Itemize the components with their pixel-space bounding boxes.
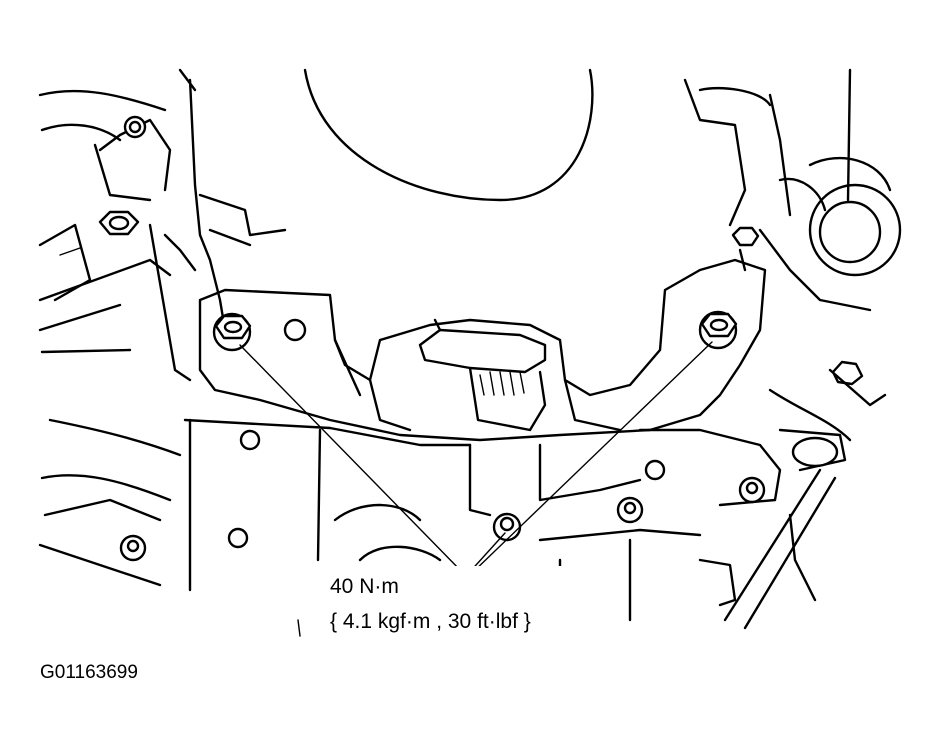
- timing-cover-housing: [178, 68, 852, 332]
- lower-bolt-left: [119, 534, 147, 562]
- engine-block-left: [38, 89, 197, 587]
- cover-bolt-left: [212, 312, 252, 352]
- cover-bolt-bottom: [492, 512, 522, 542]
- stud-top-left: [123, 115, 147, 139]
- callout-label-bg: [322, 566, 612, 634]
- lower-cover-plate: [198, 258, 767, 442]
- left-bracket-bolt: [98, 210, 140, 236]
- cover-bolt-right: [698, 310, 738, 350]
- lower-bolt-center: [616, 496, 644, 524]
- callout-leaders: [239, 341, 713, 576]
- engine-block-right: [698, 157, 902, 630]
- sensor-connector: [418, 318, 547, 432]
- torque-spec-alt: { 4.1 kgf·m , 30 ft·lbf }: [330, 610, 531, 633]
- torque-spec-nm: 40 N·m: [330, 575, 399, 598]
- figure-id: G01163699: [40, 662, 138, 683]
- lower-bolt-right: [738, 476, 766, 504]
